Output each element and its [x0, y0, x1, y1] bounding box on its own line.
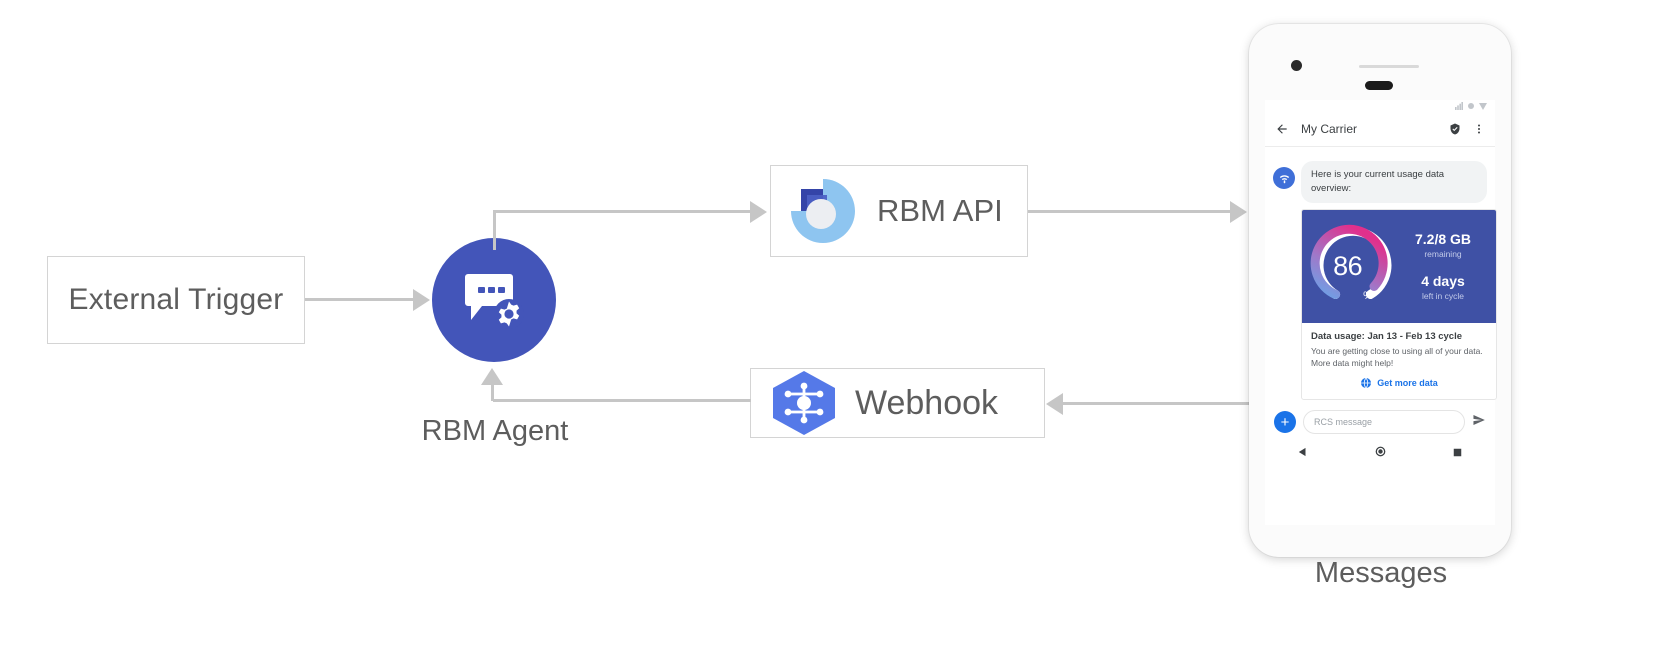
android-nav-bar — [1265, 440, 1495, 467]
back-triangle-icon[interactable] — [1298, 444, 1308, 462]
rbm-agent-circle — [432, 238, 556, 362]
connector-webhook-to-agent-riser — [491, 385, 494, 401]
more-vert-icon[interactable] — [1473, 123, 1485, 135]
message-bubble: Here is your current usage data overview… — [1301, 161, 1487, 203]
rbm-api-label: RBM API — [877, 193, 1003, 228]
card-body: Data usage: Jan 13 - Feb 13 cycle You ar… — [1302, 323, 1496, 400]
wifi-icon — [1468, 103, 1474, 109]
carrier-wifi-avatar-icon — [1273, 167, 1295, 189]
add-attachment-button[interactable]: + — [1274, 411, 1296, 434]
signal-icon — [1455, 102, 1463, 110]
usage-gauge: 86 % — [1310, 223, 1396, 309]
phone-device: My Carrier Here is your current usage da… — [1249, 24, 1511, 557]
node-external-trigger[interactable]: External Trigger — [47, 256, 305, 344]
back-arrow-icon[interactable] — [1275, 122, 1289, 136]
connector-agent-to-rbmapi-tail — [720, 210, 755, 213]
connector-rbmapi-to-phone — [1028, 210, 1238, 213]
recents-square-icon[interactable] — [1453, 444, 1462, 462]
sensor-strip — [1359, 65, 1419, 68]
compose-bar: + RCS message — [1265, 400, 1495, 441]
get-more-data-button[interactable]: Get more data — [1311, 369, 1487, 393]
arrowhead-trigger-to-agent — [413, 289, 430, 311]
connector-agent-to-rbmapi — [493, 210, 723, 213]
conversation-title: My Carrier — [1301, 122, 1357, 136]
rich-card[interactable]: 86 % 7.2/8 GB remaining 4 days left in c… — [1301, 208, 1497, 401]
card-title: Data usage: Jan 13 - Feb 13 cycle — [1311, 330, 1463, 342]
node-webhook[interactable]: Webhook — [750, 368, 1045, 438]
app-bar: My Carrier — [1265, 112, 1495, 147]
rbm-agent-label: RBM Agent — [421, 415, 569, 447]
rcs-message-placeholder: RCS message — [1314, 417, 1373, 428]
connector-trigger-to-agent — [305, 298, 415, 301]
webhook-label: Webhook — [855, 383, 999, 422]
front-camera-icon — [1291, 60, 1302, 71]
cycle-value: 4 days — [1421, 273, 1465, 290]
connector-agent-up — [493, 210, 496, 250]
conversation-area: Here is your current usage data overview… — [1265, 147, 1497, 401]
home-circle-icon[interactable] — [1375, 444, 1386, 462]
earpiece-speaker — [1365, 81, 1393, 90]
verified-shield-icon[interactable] — [1449, 123, 1461, 135]
gauge-unit: % — [1363, 290, 1373, 303]
card-description: You are getting close to using all of yo… — [1311, 345, 1483, 368]
arrowhead-webhook-to-agent — [481, 368, 503, 385]
cloud-functions-hexagon-icon — [767, 368, 841, 438]
send-icon[interactable] — [1472, 413, 1486, 432]
globe-icon — [1361, 377, 1372, 389]
external-trigger-label: External Trigger — [68, 283, 284, 316]
get-more-data-label: Get more data — [1377, 378, 1438, 389]
gauge-value: 86 — [1333, 250, 1363, 281]
data-remaining-value: 7.2/8 GB — [1414, 231, 1472, 248]
chat-gear-icon — [465, 274, 524, 329]
cycle-caption: left in cycle — [1421, 290, 1465, 301]
connector-phone-to-webhook — [1060, 402, 1250, 405]
messages-label: Messages — [1314, 557, 1448, 589]
connector-webhook-to-agent — [493, 399, 751, 402]
status-bar — [1265, 100, 1495, 112]
rbm-api-icon — [787, 175, 859, 247]
node-rbm-agent[interactable] — [432, 238, 556, 362]
arrowhead-phone-to-webhook — [1046, 393, 1063, 415]
node-rbm-api[interactable]: RBM API — [770, 165, 1028, 257]
arrowhead-rbmapi-to-phone — [1230, 201, 1247, 223]
card-hero: 86 % 7.2/8 GB remaining 4 days left in c… — [1302, 209, 1496, 323]
battery-icon — [1479, 103, 1487, 110]
hero-stats: 7.2/8 GB remaining 4 days left in cycle — [1396, 231, 1488, 301]
data-remaining-caption: remaining — [1424, 249, 1462, 260]
gauge-value-group: 86 % — [1310, 223, 1396, 309]
incoming-message-row: Here is your current usage data overview… — [1273, 161, 1487, 203]
rcs-message-input[interactable]: RCS message — [1303, 410, 1465, 435]
phone-screen: My Carrier Here is your current usage da… — [1265, 100, 1497, 525]
arrowhead-agent-to-rbmapi — [750, 201, 767, 223]
